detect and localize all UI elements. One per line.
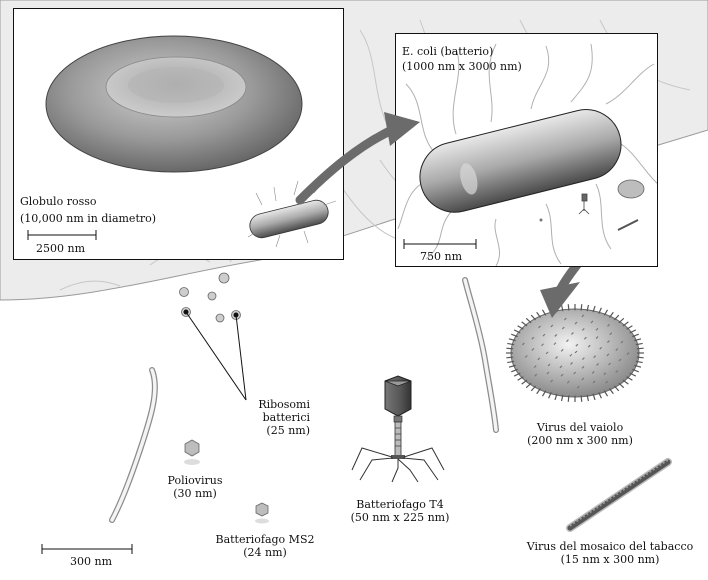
rbc-scale-label: 2500 nm — [36, 242, 85, 255]
ecoli-panel: E. coli (batterio) (1000 nm x 3000 nm) 7… — [395, 33, 658, 267]
ms2-label: Batteriofago MS2 (24 nm) — [200, 533, 330, 559]
ribosome-label-line1: Ribosomi — [250, 398, 310, 411]
ms2-label-line1: Batteriofago MS2 — [200, 533, 330, 546]
ecoli-title: E. coli (batterio) — [402, 45, 493, 58]
t4-label: Batteriofago T4 (50 nm x 225 nm) — [335, 498, 465, 524]
rbc-panel: Globulo rosso (10,000 nm in diametro) 25… — [13, 8, 344, 260]
t4-label-line2: (50 nm x 225 nm) — [335, 511, 465, 524]
tmv-icon — [570, 460, 668, 528]
t4-phage-icon — [352, 376, 444, 482]
poliovirus-icon — [184, 440, 200, 465]
flagellum-left — [112, 370, 155, 520]
tmv-label: Virus del mosaico del tabacco (15 nm x 3… — [520, 540, 700, 566]
mini-pox-icon — [618, 180, 644, 198]
smallpox-label-line1: Virus del vaiolo — [520, 421, 640, 434]
mini-ecoli-icon — [247, 181, 336, 247]
rbc-subtitle: (10,000 nm in diametro) — [20, 212, 156, 225]
mini-tmv-icon — [618, 220, 638, 230]
ribosome-label-line2: batterici — [250, 411, 310, 424]
tmv-label-line2: (15 nm x 300 nm) — [520, 553, 700, 566]
ribosome-pointers — [184, 310, 246, 400]
ms2-label-line2: (24 nm) — [200, 546, 330, 559]
rbc-title: Globulo rosso — [20, 195, 96, 208]
poliovirus-label: Poliovirus (30 nm) — [150, 474, 240, 500]
ribosome-label-line3: (25 nm) — [250, 424, 310, 437]
main-scale-bar — [42, 544, 132, 554]
ms2-phage-icon — [255, 503, 269, 524]
ecoli-subtitle: (1000 nm x 3000 nm) — [402, 60, 522, 73]
tmv-label-line1: Virus del mosaico del tabacco — [520, 540, 700, 553]
mini-t4-icon — [579, 194, 589, 214]
ribosomes — [180, 273, 241, 322]
ribosome-label: Ribosomi batterici (25 nm) — [250, 398, 310, 437]
ecoli-scale-label: 750 nm — [420, 250, 462, 263]
smallpox-virus-icon — [506, 304, 644, 402]
smallpox-label-line2: (200 nm x 300 nm) — [520, 434, 640, 447]
smallpox-label: Virus del vaiolo (200 nm x 300 nm) — [520, 421, 640, 447]
main-scale-label: 300 nm — [70, 555, 112, 568]
poliovirus-label-line1: Poliovirus — [150, 474, 240, 487]
t4-label-line1: Batteriofago T4 — [335, 498, 465, 511]
poliovirus-label-line2: (30 nm) — [150, 487, 240, 500]
